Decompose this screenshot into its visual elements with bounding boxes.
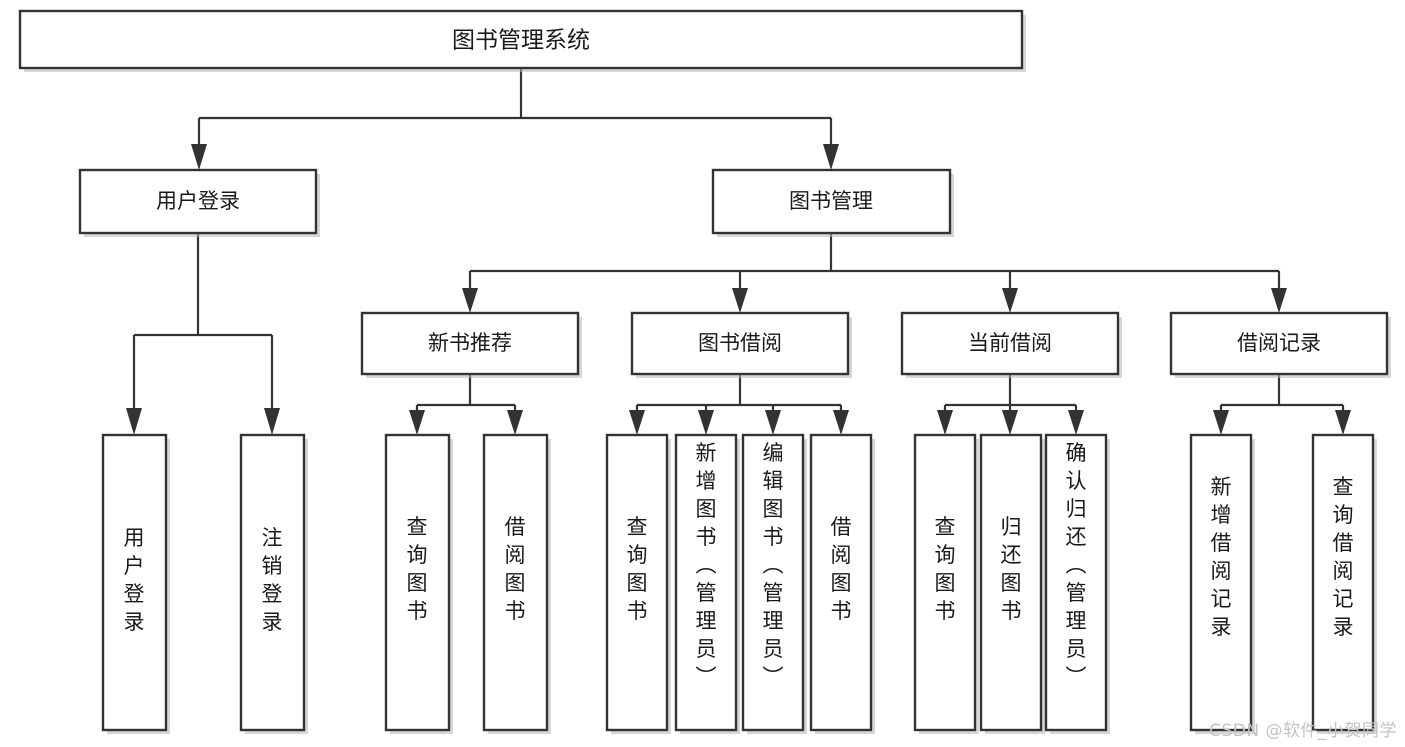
leaf-br-add-label: 新增借阅记录 [1211,475,1232,639]
leaf-rec-borrow-box [482,433,549,732]
arrow-head-leaf-bb-borrow [833,410,849,435]
book-manage-box [711,168,952,235]
node-current-borrow[interactable]: 当前借阅 [900,311,1122,378]
leaf-bb-query-label: 查询图书 [627,515,648,623]
book-borrow-label: 图书借阅 [698,331,782,355]
node-leaf-cb-query[interactable]: 查询图书 [913,433,979,734]
leaf-bb-borrow-box [809,433,873,732]
leaf-cb-confirm-box [1044,433,1108,732]
new-book-rec-label: 新书推荐 [428,331,512,355]
node-user-login[interactable]: 用户登录 [78,168,320,237]
node-new-book-rec[interactable]: 新书推荐 [360,311,582,378]
arrow-head-leaf-bb-query [629,410,645,435]
arrow-head-leaf-rec-borrow [507,410,523,435]
arrow-head-leaf-cb-return [1002,410,1018,435]
arrow-head-book-borrow [732,288,748,313]
book-borrow-box [630,311,850,376]
arrow-head-leaf-bb-add [698,410,714,435]
leaf-cb-query-label: 查询图书 [935,515,956,623]
leaf-bb-edit-box [741,433,805,732]
edge-layer [126,68,1351,435]
node-leaf-cb-confirm[interactable]: 确认归还︵管理员︶ [1044,433,1110,734]
node-book-manage[interactable]: 图书管理 [711,168,954,237]
arrow-head-new-book-rec [462,288,478,313]
arrow-head-book-manage [823,144,839,170]
arrow-head-leaf-cb-confirm [1068,410,1084,435]
csdn-watermark: CSDN @软件_小贺同学 [1209,721,1397,741]
arrow-head-current-borrow [1002,288,1018,313]
leaf-cb-return-label: 归还图书 [1001,515,1022,623]
arrow-head-leaf-cb-query [937,410,953,435]
node-leaf-bb-add[interactable]: 新增图书︵管理员︶ [674,433,740,734]
user-login-box [78,168,318,235]
current-borrow-label: 当前借阅 [968,331,1052,355]
leaf-cb-confirm-label: 确认归还︵管理员︶ [1066,441,1087,689]
node-leaf-rec-borrow[interactable]: 借阅图书 [482,433,551,734]
leaf-user-login-box [101,433,168,732]
arrow-head-borrow-record [1271,288,1287,313]
leaf-br-query-box [1311,433,1375,732]
leaf-bb-query-box [605,433,669,732]
arrow-head-leaf-bb-edit [765,410,781,435]
leaf-user-logout-label: 注销登录 [262,526,283,634]
arrow-head-leaf-br-add [1213,410,1229,435]
leaf-rec-query-box [384,433,451,732]
root-label: 图书管理系统 [452,28,590,54]
node-borrow-record[interactable]: 借阅记录 [1169,311,1391,378]
arrow-head-leaf-user-logout [264,408,280,435]
node-leaf-user-logout[interactable]: 注销登录 [239,433,308,734]
node-leaf-br-add[interactable]: 新增借阅记录 [1189,433,1255,734]
leaf-bb-add-box [674,433,738,732]
leaf-user-login-label: 用户登录 [124,526,145,634]
leaf-bb-edit-label: 编辑图书︵管理员︶ [763,441,784,689]
leaf-rec-query-label: 查询图书 [407,515,428,623]
node-leaf-bb-borrow[interactable]: 借阅图书 [809,433,875,734]
node-book-borrow[interactable]: 图书借阅 [630,311,852,378]
node-leaf-cb-return[interactable]: 归还图书 [979,433,1045,734]
node-root[interactable]: 图书管理系统 [18,9,1026,72]
leaf-br-query-label: 查询借阅记录 [1333,475,1354,639]
node-leaf-rec-query[interactable]: 查询图书 [384,433,453,734]
arrow-head-leaf-br-query [1335,410,1351,435]
arrow-head-user-login [191,144,207,170]
book-manage-label: 图书管理 [789,189,873,213]
leaf-user-logout-box [239,433,306,732]
node-leaf-bb-edit[interactable]: 编辑图书︵管理员︶ [741,433,807,734]
root-box [18,9,1024,70]
leaf-br-add-box [1189,433,1253,732]
borrow-record-label: 借阅记录 [1237,331,1321,355]
leaf-cb-return-box [979,433,1043,732]
arrow-head-leaf-user-login [126,408,142,435]
leaf-bb-borrow-label: 借阅图书 [831,515,852,623]
current-borrow-box [900,311,1120,376]
node-leaf-bb-query[interactable]: 查询图书 [605,433,671,734]
new-book-rec-box [360,311,580,376]
node-leaf-br-query[interactable]: 查询借阅记录 [1311,433,1377,734]
arrow-head-leaf-rec-query [409,410,425,435]
leaf-rec-borrow-label: 借阅图书 [505,515,526,623]
leaf-bb-add-label: 新增图书︵管理员︶ [696,441,717,689]
leaf-cb-query-box [913,433,977,732]
user-login-label: 用户登录 [156,189,240,213]
borrow-record-box [1169,311,1389,376]
node-leaf-user-login[interactable]: 用户登录 [101,433,170,734]
